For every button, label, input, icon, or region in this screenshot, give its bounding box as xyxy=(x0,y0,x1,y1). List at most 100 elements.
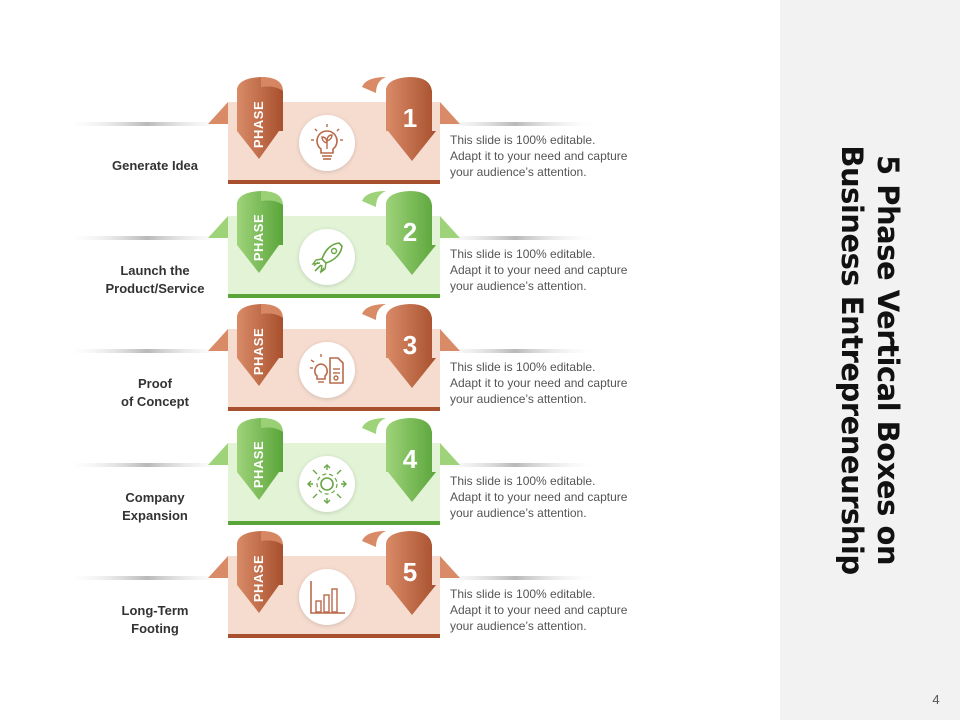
band-fold-right xyxy=(440,556,460,578)
phase-label-line: Generate Idea xyxy=(112,158,198,173)
band-fold-right xyxy=(440,215,460,238)
phase-label-line: Footing xyxy=(131,621,179,636)
phase-ribbon-arrow xyxy=(237,77,283,159)
phase-description: This slide is 100% editable.Adapt it to … xyxy=(450,473,680,521)
right-shadow-line xyxy=(430,235,600,240)
phase-label: Generate Idea xyxy=(86,157,224,175)
phase-word-label: PHASE xyxy=(251,327,267,375)
phase-ribbon-curl xyxy=(261,77,283,91)
phase-ribbon-arrow xyxy=(237,190,283,273)
number-ribbon-arrow xyxy=(386,531,436,615)
left-shadow-line xyxy=(62,122,232,126)
phase-ribbon-arrow xyxy=(237,417,283,500)
phase-label-line: Launch the xyxy=(120,262,190,278)
phase-description-line: your audience’s attention. xyxy=(450,165,587,179)
phase-number: 5 xyxy=(402,557,418,587)
phase-description-line: your audience’s attention. xyxy=(450,278,587,293)
phase-description-line: This slide is 100% editable. xyxy=(450,246,596,261)
left-shadow-line xyxy=(62,576,232,580)
phase-number: 4 xyxy=(402,443,418,474)
title-container: 5 Phase Vertical Boxes on Business Entre… xyxy=(780,0,960,720)
phase-description-line: Adapt it to your need and capture xyxy=(450,603,628,617)
phase-word-label: PHASE xyxy=(251,440,267,489)
left-shadow-line xyxy=(62,235,232,240)
phase-graphic xyxy=(62,304,600,411)
phase-description-line: This slide is 100% editable. xyxy=(450,587,596,601)
number-ribbon-curl xyxy=(362,304,386,320)
number-ribbon-curl xyxy=(362,417,386,434)
phase-description-line: Adapt it to your need and capture xyxy=(450,489,628,504)
phase-description-line: Adapt it to your need and capture xyxy=(450,149,628,163)
slide-title: 5 Phase Vertical Boxes on Business Entre… xyxy=(834,140,906,580)
band-bottom-edge xyxy=(228,407,440,411)
phase-description: This slide is 100% editable. Adapt it to … xyxy=(450,132,680,180)
band-fold-left xyxy=(208,215,228,238)
band-bottom-edge xyxy=(228,634,440,638)
phase-label-line: Company xyxy=(125,489,185,505)
number-ribbon-arrow xyxy=(386,77,436,161)
band-fold-left xyxy=(208,329,228,351)
phase-description-line: Adapt it to your need and capture xyxy=(450,262,628,277)
phase-label-line: of Concept xyxy=(121,394,189,409)
lightbulb-plant-icon-circle xyxy=(299,115,355,171)
band-fold-right xyxy=(440,442,460,465)
right-shadow-line xyxy=(430,462,600,467)
rocket-icon-circle xyxy=(299,228,355,285)
band-fold-right xyxy=(440,102,460,124)
band-bottom-edge xyxy=(228,520,440,525)
phase-row-3: PHASE 3 Proof of Concept This slide is 10… xyxy=(0,302,780,415)
phase-ribbon-curl xyxy=(261,190,283,205)
phase-description: This slide is 100% editable. Adapt it to … xyxy=(450,359,680,407)
number-ribbon-curl xyxy=(362,531,386,547)
phase-description-line: This slide is 100% editable. xyxy=(450,133,596,147)
right-shadow-line xyxy=(430,576,600,580)
band-fold-right xyxy=(440,329,460,351)
phase-ribbon-arrow xyxy=(237,531,283,613)
title-side-panel xyxy=(780,0,960,720)
phase-ribbon-curl xyxy=(261,531,283,545)
number-ribbon-arrow xyxy=(386,190,436,275)
right-shadow-line xyxy=(430,122,600,126)
page-number: 4 xyxy=(932,692,940,707)
phase-row-1: PHASE 1 Generate Idea This slide is 100%… xyxy=(0,75,780,188)
phase-description: This slide is 100% editable.Adapt it to … xyxy=(450,246,680,294)
band-fold-left xyxy=(208,442,228,465)
phase-label-line: Proof xyxy=(138,376,172,391)
phase-word-label: PHASE xyxy=(251,213,267,262)
band-bottom-edge xyxy=(228,180,440,184)
number-ribbon-curl xyxy=(362,77,386,93)
phase-word-label: PHASE xyxy=(251,100,267,148)
idea-document-icon-circle xyxy=(299,342,355,398)
phase-label: Proof of Concept xyxy=(86,375,224,411)
phase-description: This slide is 100% editable. Adapt it to … xyxy=(450,586,680,634)
number-ribbon-arrow xyxy=(386,304,436,388)
phase-word-label: PHASE xyxy=(251,554,267,602)
phase-number: 3 xyxy=(402,330,418,360)
gear-arrows-icon-circle xyxy=(299,455,355,512)
idea-document-icon xyxy=(310,354,344,384)
band-fold-left xyxy=(208,556,228,578)
number-ribbon-arrow xyxy=(386,417,436,502)
phase-description-line: This slide is 100% editable. xyxy=(450,360,596,374)
band-fold-left xyxy=(208,102,228,124)
band-bottom-edge xyxy=(228,293,440,298)
phase-number: 2 xyxy=(402,216,418,247)
phase-description-line: This slide is 100% editable. xyxy=(450,473,596,488)
bar-chart-icon-circle xyxy=(299,569,355,625)
phase-description-line: your audience’s attention. xyxy=(450,619,587,633)
bar-chart-icon xyxy=(310,581,345,614)
phase-description-line: your audience’s attention. xyxy=(450,392,587,406)
phase-description-line: Adapt it to your need and capture xyxy=(450,376,628,390)
phase-label-line: Product/Service xyxy=(105,280,205,296)
slide-title-line-2: Business Entrepreneurship xyxy=(835,145,869,575)
phase-description-line: your audience’s attention. xyxy=(450,505,587,520)
gear-arrows-icon xyxy=(307,463,347,504)
left-shadow-line xyxy=(62,349,232,353)
slide-title-line-1: 5 Phase Vertical Boxes on xyxy=(871,154,905,566)
phase-ribbon-curl xyxy=(261,304,283,318)
